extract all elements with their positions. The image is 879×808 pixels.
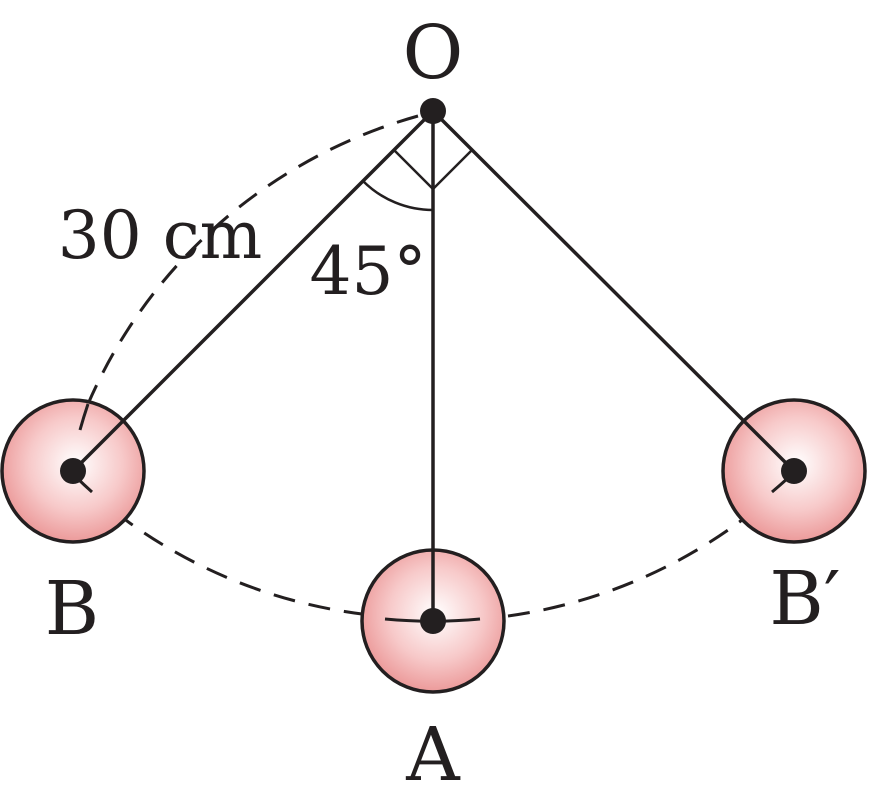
- string-right: [431, 109, 796, 473]
- bob-right-center: [781, 458, 807, 484]
- label-a: A: [405, 712, 461, 798]
- label-b: B: [45, 566, 99, 652]
- label-b-prime: B′: [769, 556, 840, 642]
- right-angle-mark-right: [432, 149, 473, 190]
- angle-arc-left: [362, 180, 434, 212]
- bob-left-center: [60, 458, 86, 484]
- pivot-point: [420, 98, 446, 124]
- arc-inside-left-bob: [78, 403, 90, 431]
- string-left: [71, 109, 435, 473]
- bob-bottom-center: [420, 608, 446, 634]
- label-length: 30 cm: [58, 197, 263, 274]
- label-angle: 45°: [310, 233, 427, 310]
- swing-arc-bottom: [114, 510, 363, 616]
- right-angle-mark-left: [393, 149, 434, 190]
- swing-arc-bottom-right: [507, 508, 756, 618]
- label-pivot-o: O: [403, 10, 464, 96]
- swing-arc: [86, 114, 419, 405]
